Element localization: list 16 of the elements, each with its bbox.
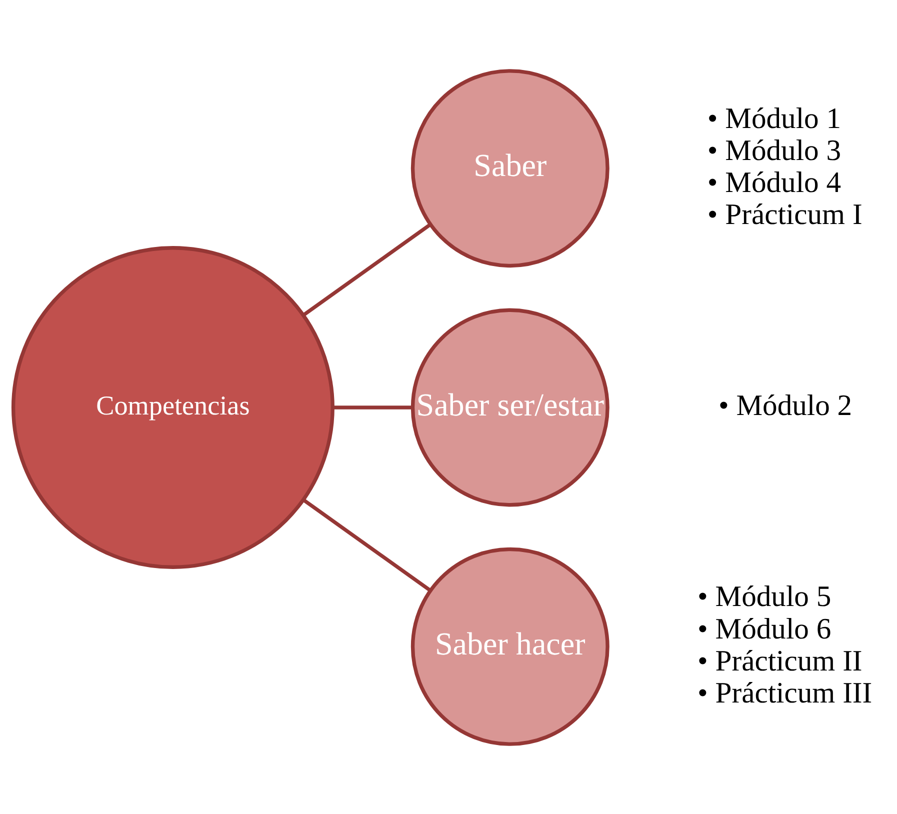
node-label: • Módulo 1 xyxy=(707,102,842,134)
connector xyxy=(302,222,432,316)
node-label: • Módulo 5 xyxy=(698,580,832,613)
node-label: • Módulo 6 xyxy=(698,612,832,645)
node-label: • Prácticum I xyxy=(707,198,862,231)
node-label: • Prácticum II xyxy=(698,644,862,677)
node-circle: Saber xyxy=(410,68,610,268)
node-label: • Módulo 2 xyxy=(718,390,852,422)
node-circle: Competencias xyxy=(11,246,334,568)
node-label: • Módulo 3 xyxy=(707,134,842,166)
node-circle: Saber ser/estar xyxy=(410,308,610,506)
connector xyxy=(302,498,432,592)
node-circle: Saber hacer xyxy=(410,546,610,746)
node-label: • Prácticum III xyxy=(698,676,872,709)
node-label: • Módulo 4 xyxy=(707,166,842,198)
connector xyxy=(332,405,412,409)
